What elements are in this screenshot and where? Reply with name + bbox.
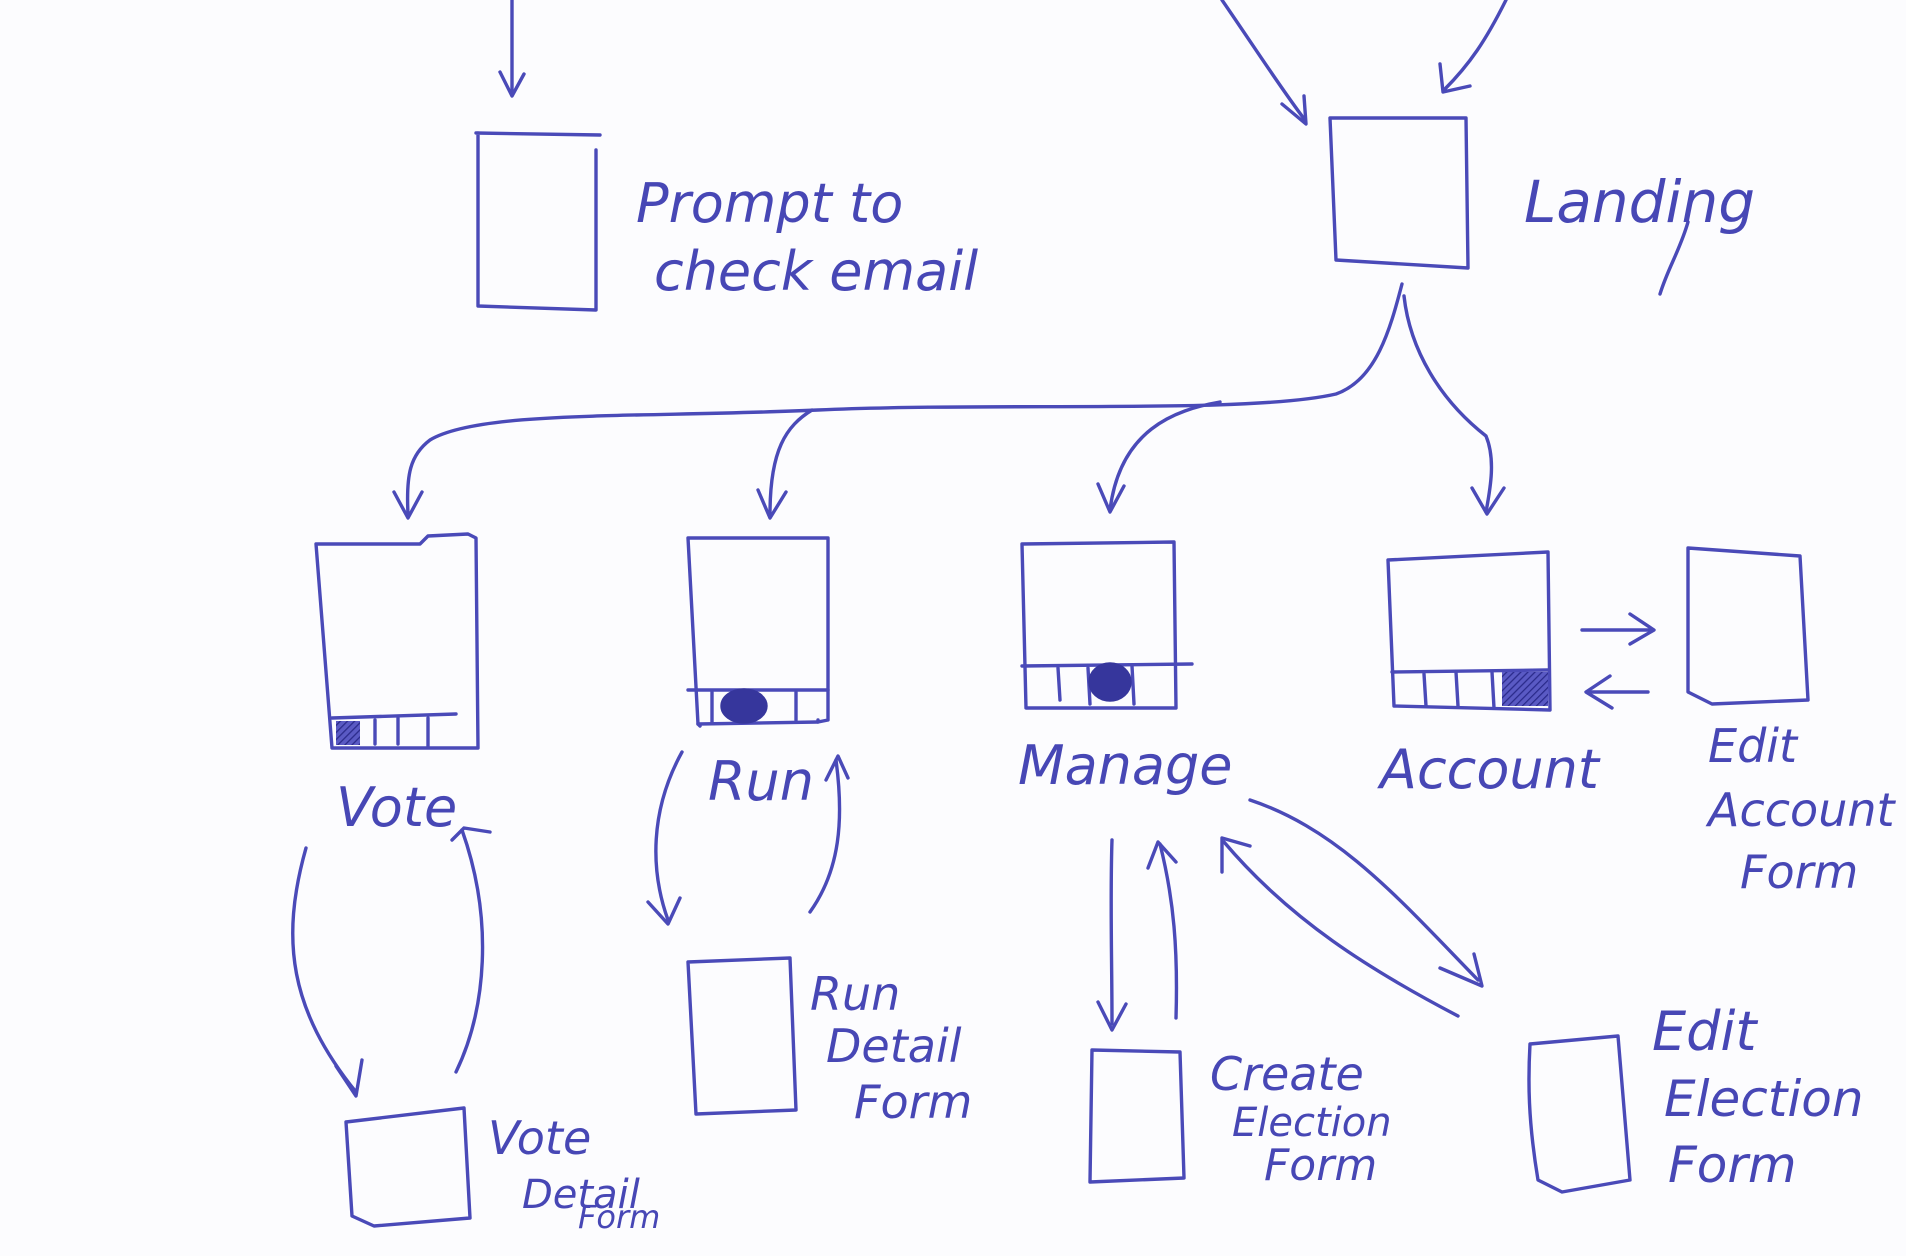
create-election-form-box — [1088, 1048, 1186, 1184]
run-detail-label-line2: Detail — [826, 1019, 962, 1073]
run-label: Run — [708, 750, 814, 813]
vote-detail-label-line3: Form — [578, 1198, 660, 1236]
account-screen — [1386, 550, 1552, 712]
manage-screen — [1020, 540, 1194, 710]
create-election-label-line1: Create — [1210, 1047, 1364, 1101]
create-election-label-line3: Form — [1264, 1140, 1377, 1191]
vote-screen — [314, 532, 480, 750]
edit-election-label-line2: Election — [1664, 1070, 1864, 1128]
edit-election-form-box — [1527, 1034, 1632, 1194]
create-election-arrows — [1096, 838, 1179, 1032]
edit-account-label-line2: Account — [1705, 783, 1897, 837]
prompt-label-line2: check email — [654, 240, 978, 303]
arrow-into-landing-left — [1220, 0, 1308, 126]
vote-detail-label-line1: Vote — [488, 1111, 591, 1165]
landing-branches — [392, 282, 1506, 520]
landing-label: Landing — [1524, 168, 1755, 236]
manage-label: Manage — [1018, 734, 1233, 797]
prompt-label-line1: Prompt to — [636, 172, 903, 235]
account-label: Account — [1377, 738, 1601, 801]
landing-screen-box — [1328, 116, 1470, 270]
vote-label: Vote — [336, 776, 457, 839]
run-screen — [686, 536, 830, 728]
arrow-into-landing-right — [1438, 0, 1508, 94]
vote-detail-form-box — [344, 1106, 472, 1228]
edit-account-form-box — [1686, 546, 1810, 706]
run-detail-label-line1: Run — [810, 967, 900, 1021]
account-edit-arrows — [1580, 612, 1656, 710]
create-election-label-line2: Election — [1232, 1100, 1392, 1146]
edit-account-label-line3: Form — [1740, 845, 1858, 899]
prompt-screen-box — [474, 131, 602, 312]
vote-detail-label-line2: Detail — [522, 1172, 640, 1218]
edit-account-label-line1: Edit — [1708, 719, 1799, 773]
vote-detail-arrows — [291, 826, 492, 1098]
run-detail-label-line3: Form — [854, 1075, 972, 1129]
edit-election-label-line1: Edit — [1652, 1000, 1758, 1063]
edit-election-arrows — [1220, 798, 1484, 1018]
edit-election-label-line3: Form — [1668, 1136, 1797, 1194]
arrow-into-prompt — [498, 0, 526, 98]
run-detail-arrows — [646, 750, 850, 926]
run-detail-form-box — [686, 956, 798, 1116]
landing-tail-mark — [1658, 220, 1690, 296]
